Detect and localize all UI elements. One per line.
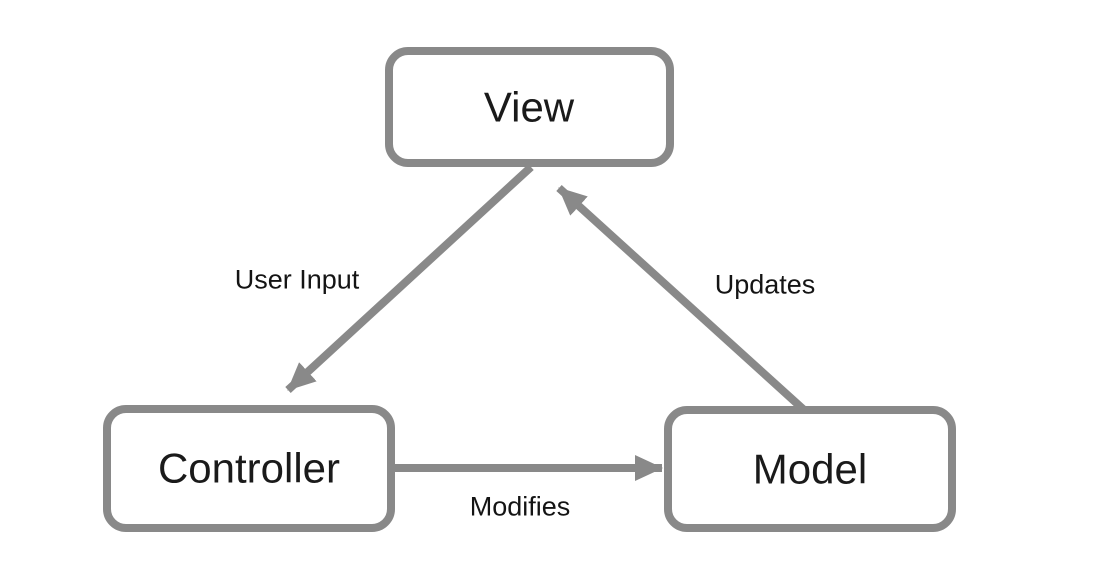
view-node [385, 47, 674, 167]
controller-node-label: Controller [158, 445, 340, 492]
modifies-edge-label: Modifies [470, 491, 571, 521]
edge-view-to-controller-arrow [285, 164, 534, 393]
user-input-edge-label: User Input [235, 264, 360, 294]
controller-node [103, 405, 395, 532]
edge-model-to-view-arrow [556, 185, 806, 412]
model-node-label: Model [753, 446, 867, 493]
updates-edge-label: Updates [715, 269, 816, 299]
model-node [664, 406, 956, 532]
view-node-label: View [484, 84, 575, 131]
